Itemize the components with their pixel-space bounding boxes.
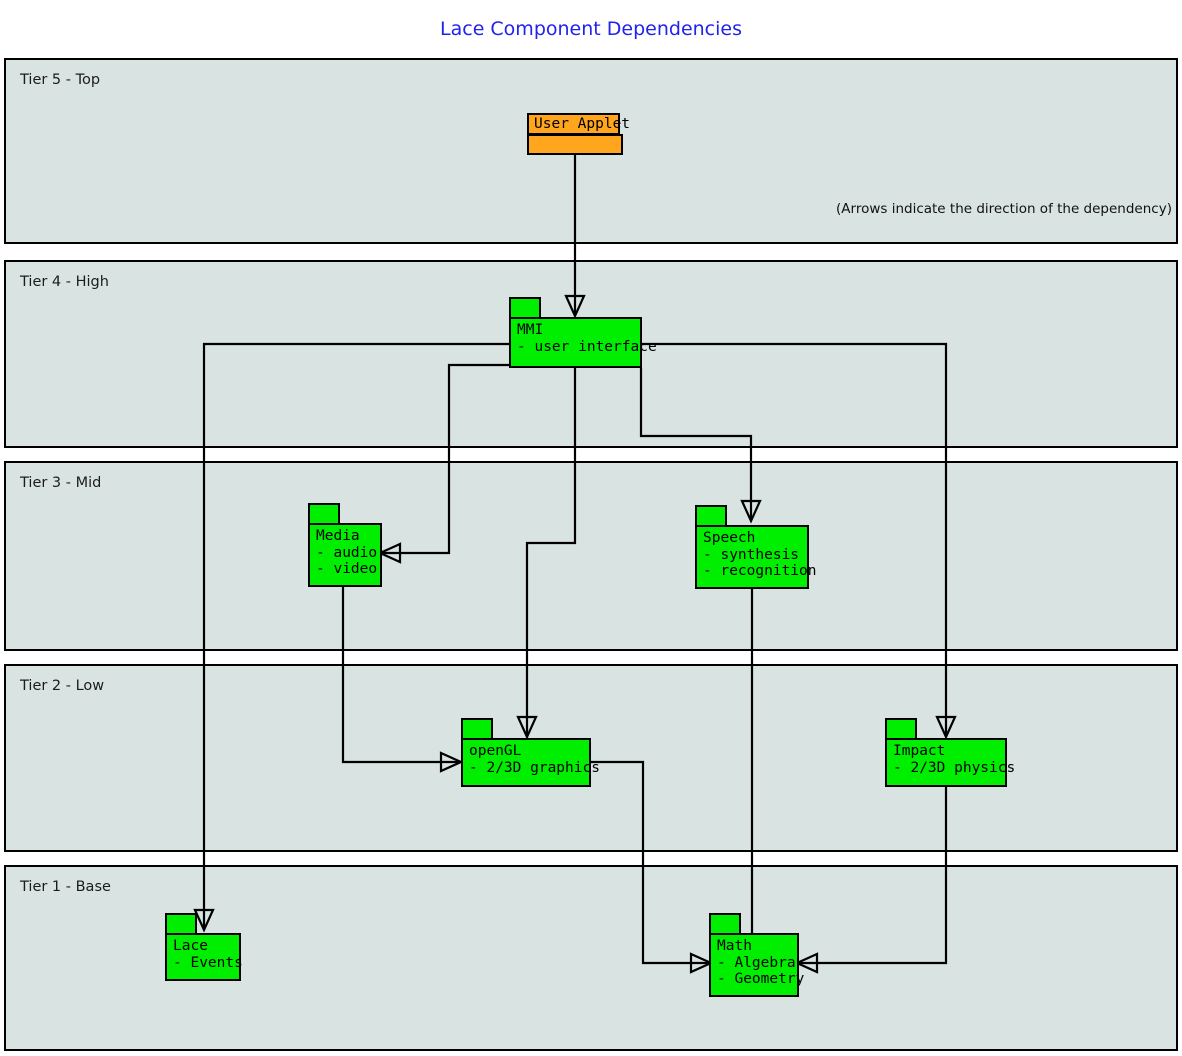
media-tab — [308, 503, 340, 525]
edge-mmi-to-opengl — [516, 368, 577, 740]
opengl-body: openGL - 2/3D graphics — [461, 738, 600, 787]
speech-detail-1: - synthesis — [703, 546, 800, 563]
impact-detail-1: - 2/3D physics — [893, 759, 1016, 776]
speech-detail-2: - recognition — [703, 563, 817, 580]
tier-band-low: Tier 2 - Low — [4, 664, 1178, 852]
math-detail-2: - Geometry — [717, 971, 805, 988]
component-lace[interactable]: Lace - Events — [165, 913, 243, 981]
speech-body: Speech - synthesis - recognition — [695, 525, 817, 589]
media-detail-2: - video — [316, 561, 378, 578]
edge-mmi-to-speech — [639, 368, 762, 524]
math-tab — [709, 913, 741, 935]
impact-body: Impact - 2/3D physics — [885, 738, 1016, 787]
component-media[interactable]: Media - audio - video — [308, 503, 382, 587]
tier-label-base: Tier 1 - Base — [20, 879, 111, 895]
mmi-body: MMI - user interface — [509, 317, 657, 368]
mmi-tab — [509, 297, 541, 319]
lace-tab — [165, 913, 197, 935]
impact-tab — [885, 718, 917, 740]
user-applet-name: User Applet — [534, 116, 631, 132]
component-mmi[interactable]: MMI - user interface — [509, 297, 657, 368]
edge-mmi-to-impact — [641, 342, 957, 740]
edge-mmi-to-lace — [193, 342, 510, 933]
page-title: Lace Component Dependencies — [440, 18, 742, 40]
edge-speech-to-math — [741, 589, 763, 958]
edge-userapplet-to-mmi — [564, 155, 586, 319]
tier-label-high: Tier 4 - High — [20, 274, 109, 290]
math-body: Math - Algebra - Geometry — [709, 933, 805, 997]
component-speech[interactable]: Speech - synthesis - recognition — [695, 505, 817, 589]
component-math[interactable]: Math - Algebra - Geometry — [709, 913, 805, 997]
mmi-detail-1: - user interface — [517, 338, 657, 355]
lace-body: Lace - Events — [165, 933, 243, 981]
edge-mmi-to-media — [377, 363, 510, 564]
edge-impact-to-math — [794, 787, 948, 974]
mmi-name: MMI — [517, 322, 544, 338]
arrow-direction-note: (Arrows indicate the direction of the de… — [836, 201, 1172, 217]
user-applet-title-box: User Applet — [527, 113, 631, 135]
math-name: Math — [717, 938, 752, 954]
tier-label-mid: Tier 3 - Mid — [20, 475, 102, 491]
lace-detail-1: - Events — [173, 954, 243, 971]
component-impact[interactable]: Impact - 2/3D physics — [885, 718, 1016, 787]
speech-tab — [695, 505, 727, 527]
edge-opengl-to-math — [591, 760, 714, 974]
speech-name: Speech — [703, 530, 756, 546]
media-detail-1: - audio — [316, 544, 378, 561]
impact-name: Impact — [893, 743, 946, 759]
media-name: Media — [316, 528, 360, 544]
opengl-name: openGL — [469, 743, 522, 759]
user-applet-body — [527, 134, 623, 155]
tier-band-mid: Tier 3 - Mid — [4, 461, 1178, 651]
component-opengl[interactable]: openGL - 2/3D graphics — [461, 718, 600, 787]
opengl-detail-1: - 2/3D graphics — [469, 759, 600, 776]
component-user-applet[interactable]: User Applet — [527, 113, 631, 155]
tier-label-top: Tier 5 - Top — [20, 72, 101, 88]
tier-label-low: Tier 2 - Low — [20, 678, 105, 694]
opengl-tab — [461, 718, 493, 740]
edge-media-to-opengl — [341, 586, 464, 773]
math-detail-1: - Algebra — [717, 954, 796, 971]
lace-name: Lace — [173, 938, 208, 954]
media-body: Media - audio - video — [308, 523, 382, 587]
